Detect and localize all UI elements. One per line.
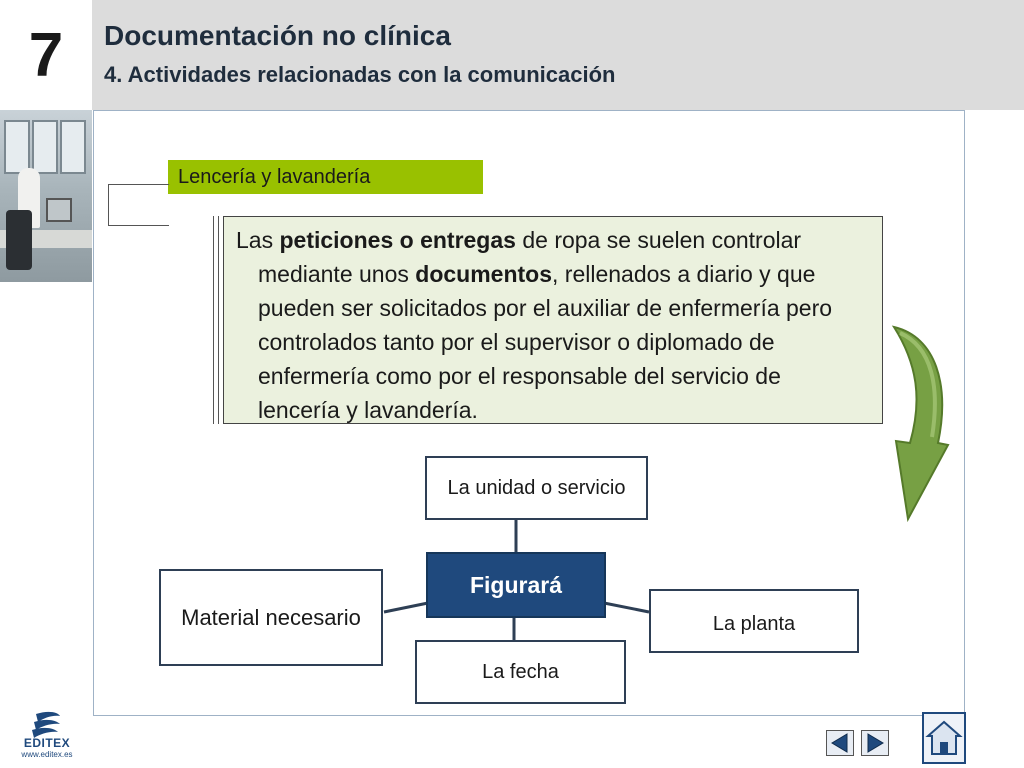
diagram-box-bottom: La fecha xyxy=(415,640,626,704)
header-bar xyxy=(92,0,1024,110)
textbox-left-rule xyxy=(213,216,219,424)
paragraph-text: , rellenados a diario y que pueden ser s… xyxy=(258,261,833,423)
diagram-label-right: La planta xyxy=(712,612,796,635)
paragraph-text: de ropa se suelen controlar mediante uno… xyxy=(258,227,802,287)
triangle-left-icon xyxy=(831,733,848,753)
diagram-label-top: La unidad o servicio xyxy=(447,476,626,499)
bold-term: documentos xyxy=(415,261,553,287)
photo-window xyxy=(60,120,86,174)
triangle-right-icon xyxy=(867,733,884,753)
diagram-box-center: Figurará xyxy=(426,552,606,618)
diagram-box-top: La unidad o servicio xyxy=(425,456,648,520)
photo-monitor xyxy=(46,198,72,222)
next-button[interactable] xyxy=(861,730,889,756)
diagram-label-left: Material necesario xyxy=(181,604,361,630)
office-photo xyxy=(0,110,92,282)
photo-window xyxy=(32,120,58,174)
editex-logo-icon xyxy=(32,711,60,738)
diagram-label-center: Figurará xyxy=(469,571,563,598)
section-tag: Lencería y lavandería xyxy=(168,160,483,194)
chapter-number: 7 xyxy=(28,20,64,90)
paragraph-text: Las xyxy=(236,227,280,253)
previous-button[interactable] xyxy=(826,730,854,756)
curved-arrow-icon xyxy=(891,325,950,523)
home-icon xyxy=(925,720,963,755)
logo-name: EDITEX xyxy=(23,736,71,750)
home-button[interactable] xyxy=(922,712,966,764)
diagram-box-left: Material necesario xyxy=(159,569,383,666)
bracket-connector xyxy=(108,184,169,226)
description-paragraph: Las peticiones o entregas de ropa se sue… xyxy=(236,223,868,427)
page-subtitle: 4. Actividades relacionadas con la comun… xyxy=(104,62,616,87)
diagram-box-right: La planta xyxy=(649,589,859,653)
photo-window xyxy=(4,120,30,174)
bold-term: peticiones o entregas xyxy=(279,227,516,253)
diagram-label-bottom: La fecha xyxy=(482,660,559,683)
photo-chair xyxy=(6,210,32,270)
description-box: Las peticiones o entregas de ropa se sue… xyxy=(223,216,883,424)
logo-url: www.editex.es xyxy=(21,750,73,759)
page-title: Documentación no clínica xyxy=(104,20,451,51)
